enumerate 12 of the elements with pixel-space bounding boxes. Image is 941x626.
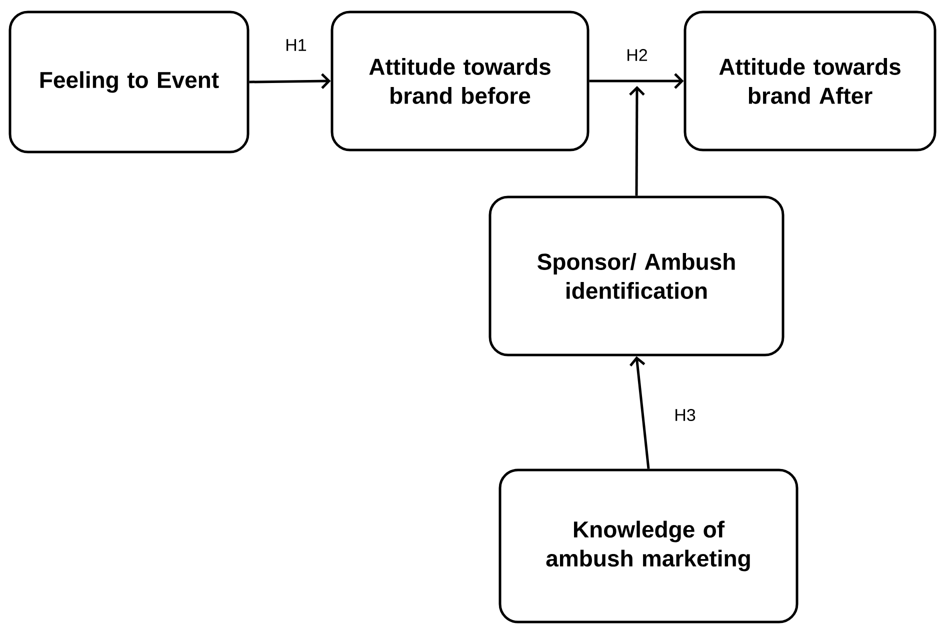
edge-label: H2 [625, 48, 649, 62]
arrow [249, 73, 331, 89]
arrow [629, 86, 645, 196]
edge-label: H3 [673, 408, 697, 422]
arrow [630, 356, 650, 469]
process-box: Feeling to Event [8, 10, 250, 154]
edge-label: H1 [284, 38, 308, 52]
process-box: Sponsor/ Ambush identification [488, 196, 784, 356]
process-box: Attitude towards brand before [330, 10, 590, 152]
process-box: Attitude towards brand After [684, 10, 936, 152]
arrow [589, 73, 684, 89]
process-box: Knowledge of ambush marketing [498, 468, 798, 624]
